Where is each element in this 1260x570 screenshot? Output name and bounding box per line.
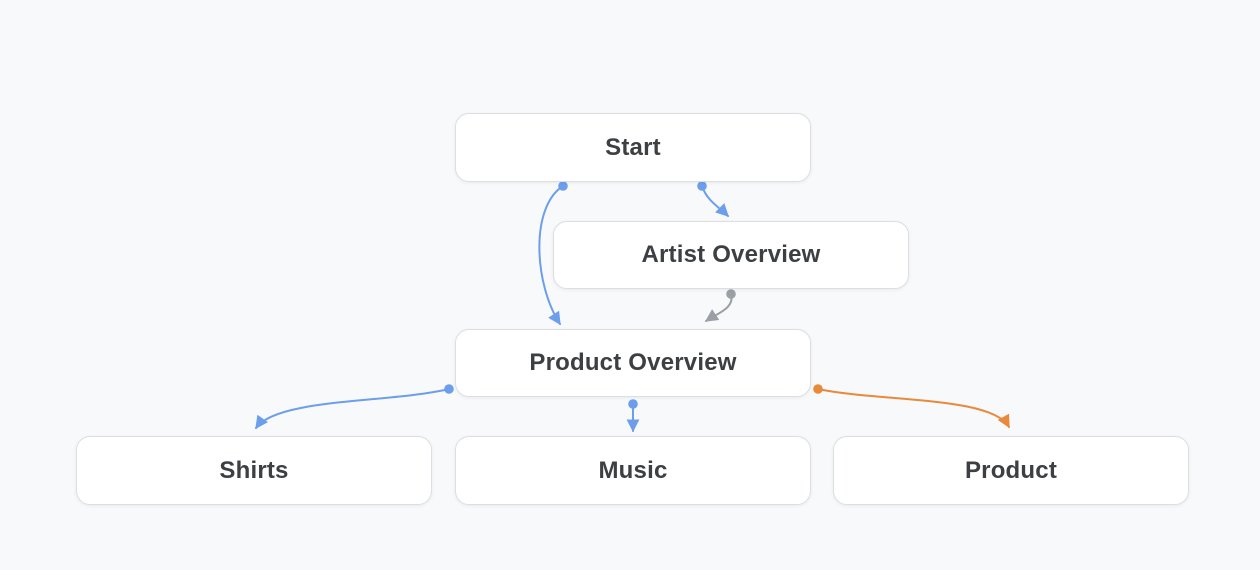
node-shirts-label: Shirts: [219, 456, 289, 484]
node-product-overview[interactable]: Product Overview: [455, 329, 811, 397]
edge-source-dot-product-overview-to-music: [628, 399, 638, 409]
edge-product-overview-to-product: [817, 388, 1010, 429]
edge-source-dot-product-overview-to-product: [813, 384, 823, 394]
node-shirts[interactable]: Shirts: [76, 436, 432, 505]
node-start-label: Start: [605, 133, 661, 161]
edge-source-dot-artist-overview-to-product-overview: [726, 289, 736, 299]
edge-start-to-artist-overview: [701, 185, 729, 217]
node-product-label: Product: [964, 456, 1058, 484]
node-start[interactable]: Start: [455, 113, 811, 182]
edge-source-dot-start-to-product-overview: [558, 181, 568, 191]
node-artist-overview-label: Artist Overview: [641, 241, 821, 268]
edge-source-dot-start-to-artist-overview: [697, 181, 707, 191]
node-artist-overview[interactable]: Artist Overview: [553, 221, 909, 289]
node-product[interactable]: Product: [833, 436, 1189, 505]
edge-product-overview-to-shirts: [255, 388, 450, 430]
node-product-overview-label: Product Overview: [529, 349, 737, 376]
node-music-label: Music: [598, 456, 668, 484]
edge-artist-overview-to-product-overview: [704, 293, 733, 322]
edge-source-dot-product-overview-to-shirts: [444, 384, 454, 394]
node-music[interactable]: Music: [455, 436, 811, 505]
